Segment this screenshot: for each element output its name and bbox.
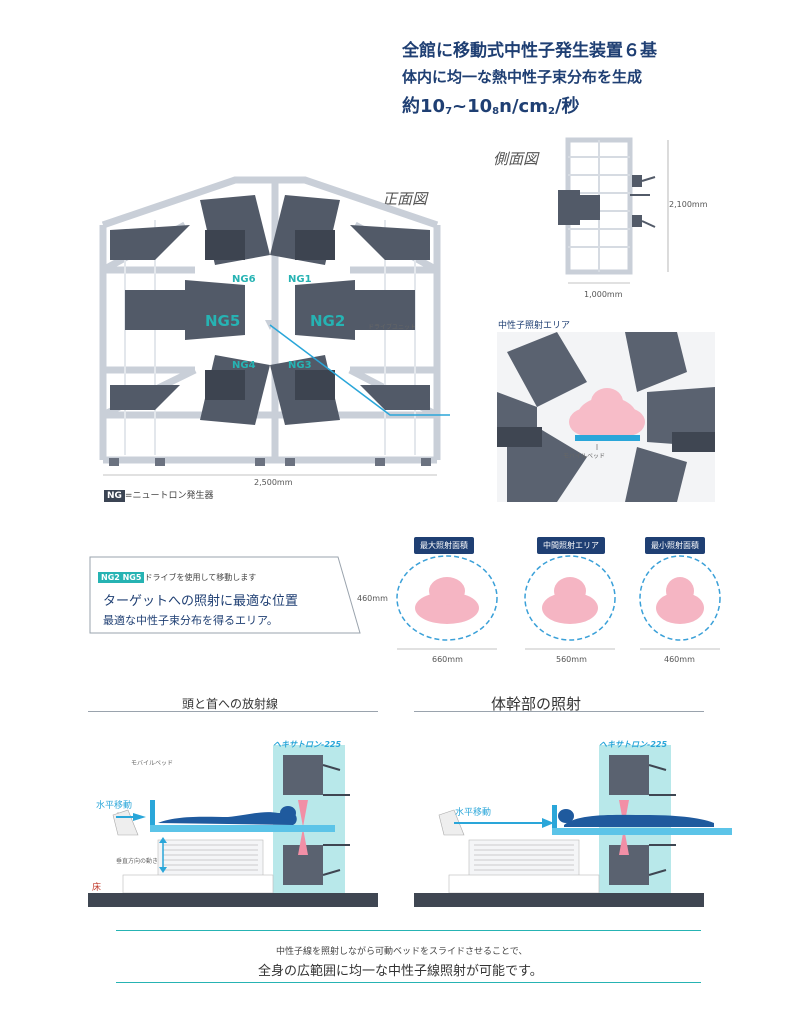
area-label-min: 最小照射面積 [645, 537, 705, 554]
ng6-label: NG6 [232, 274, 256, 285]
front-view-diagram [99, 176, 450, 476]
ng-legend-text: =ニュートロン発生器 [124, 491, 214, 501]
left-panel-title: 頭と首への放射線 [182, 697, 279, 711]
callout-line-3: 最適な中性子束分布を得るエリア。 [103, 614, 278, 627]
side-view-diagram [558, 137, 669, 284]
headline-flux: 約107~108n/cm2/秒 [402, 96, 580, 117]
ng-legend-tag: NG [104, 490, 125, 502]
ng2-label: NG2 [310, 312, 346, 330]
front-width-dimension: 2,500mm [254, 478, 293, 487]
side-width-dimension: 1,000mm [584, 290, 623, 299]
ng-legend: NG=ニュートロン発生器 [104, 488, 214, 502]
callout-line-2: ターゲットへの照射に最適な位置 [103, 594, 299, 609]
area-label-mid: 中間照射エリア [537, 537, 605, 554]
vertical-move-label: 垂直方向の動き [116, 858, 159, 865]
callout-frame [89, 556, 361, 634]
ng4-label: NG4 [232, 360, 256, 371]
area-label-max: 最大照射面積 [414, 537, 474, 554]
drive-unit-label: ドライブユニット [368, 324, 417, 331]
irradiation-area-title: 中性子照射エリア [498, 321, 571, 331]
trunk-diagram [414, 745, 732, 907]
right-horizontal-move-label: 水平移動 [455, 808, 492, 818]
left-panel-divider [88, 711, 378, 712]
callout-tag: NG2 NG5 [98, 572, 145, 583]
footer-line-2: 全身の広範囲に均一な中性子線照射が可能です。 [258, 964, 543, 979]
ng1-label: NG1 [288, 274, 312, 285]
headline-line-2: 体内に均一な熱中性子束分布を生成 [402, 68, 643, 86]
area-dim-max: 660mm [432, 655, 463, 664]
side-view-label: 側面図 [493, 150, 539, 168]
left-mobile-bed-label: モバイルベッド [131, 760, 174, 767]
left-device-name: ヘキサトロン-225 [273, 740, 342, 749]
right-device-name: ヘキサトロン-225 [599, 740, 668, 749]
area-height-dimension: 460mm [357, 594, 388, 603]
headline-line-1: 全館に移動式中性子発生装置６基 [402, 41, 657, 61]
area-dim-min: 460mm [664, 655, 695, 664]
footer-line-1: 中性子線を照射しながら可動ベッドをスライドさせることで、 [276, 947, 528, 957]
footer-top-rule [116, 930, 701, 931]
irradiation-area-diagram [497, 332, 715, 502]
irradiation-sizes-diagram [396, 555, 721, 650]
irradiation-mobile-bed-label: モバイルベッド [563, 453, 606, 460]
right-panel-title: 体幹部の照射 [491, 695, 582, 713]
side-height-dimension: 2,100mm [669, 200, 708, 209]
ng3-label: NG3 [288, 360, 312, 371]
floor-label: 床 [92, 883, 102, 893]
ng5-label: NG5 [205, 312, 241, 330]
left-horizontal-move-label: 水平移動 [96, 801, 133, 811]
head-neck-diagram [88, 745, 378, 907]
right-panel-divider [414, 711, 704, 712]
footer-bottom-rule [116, 982, 701, 983]
area-dim-mid: 560mm [556, 655, 587, 664]
front-view-label: 正面図 [382, 190, 428, 208]
